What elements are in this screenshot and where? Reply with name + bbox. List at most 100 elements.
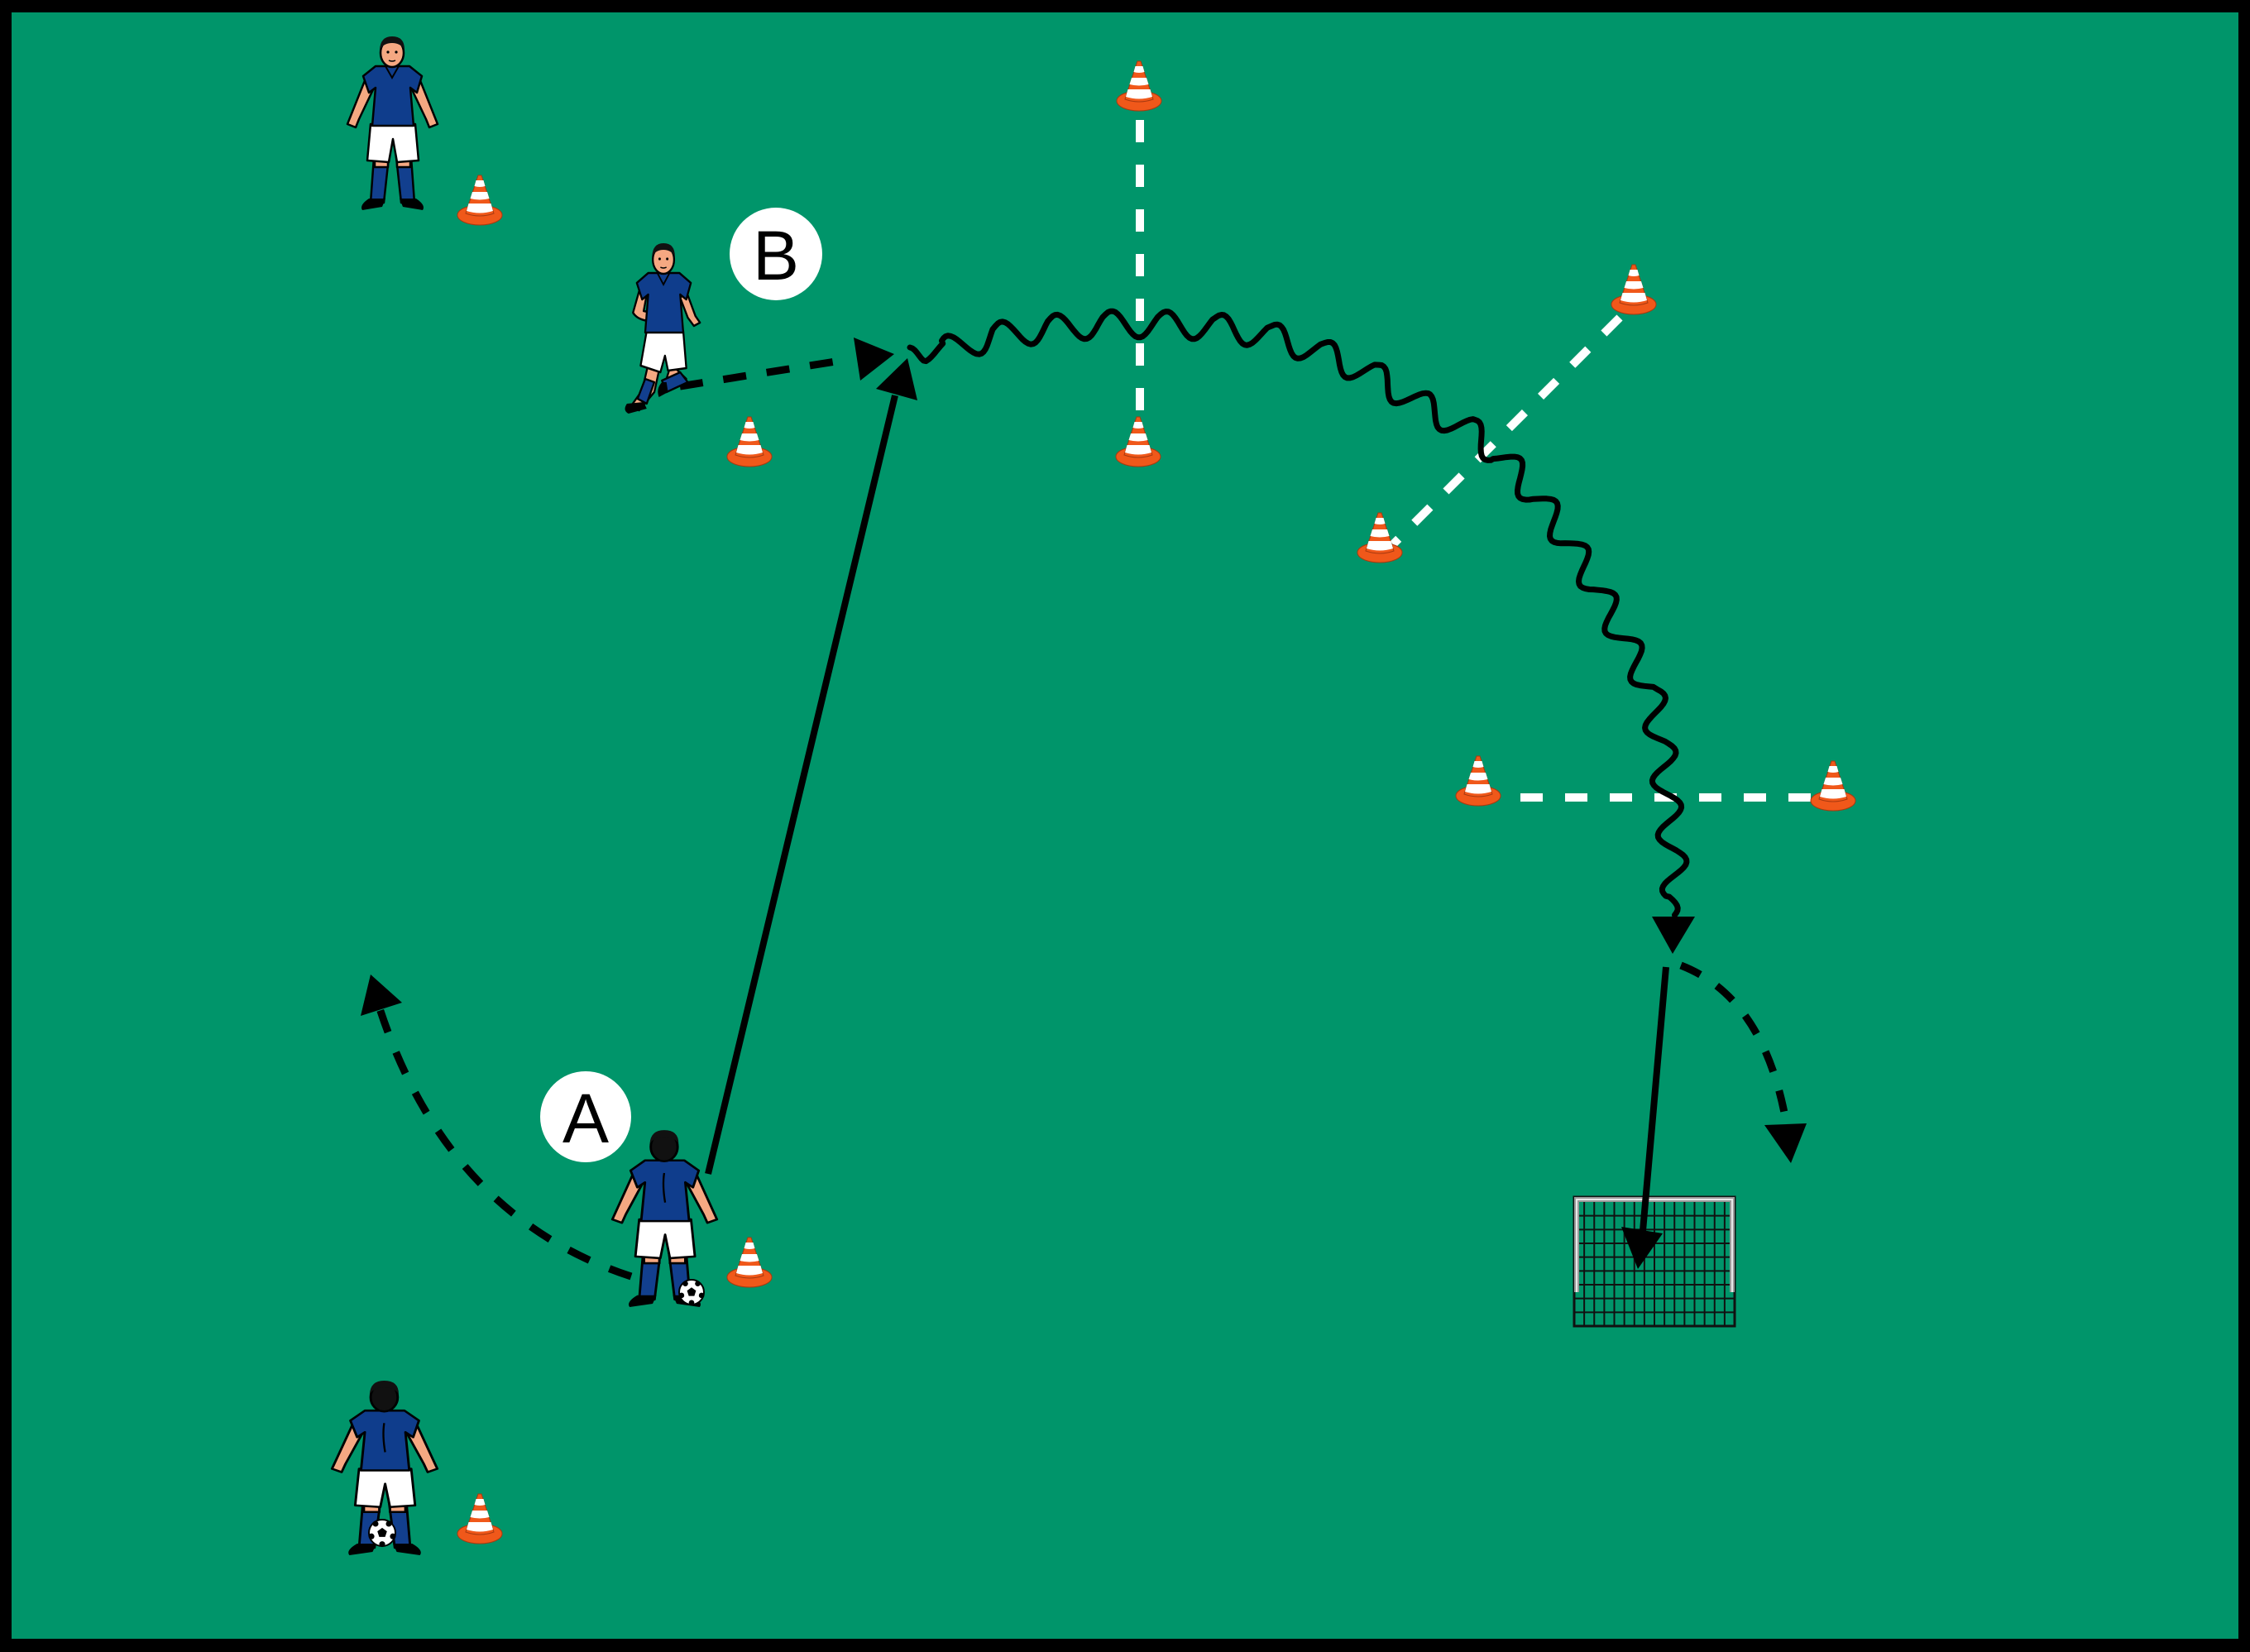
ball-patch <box>368 1533 375 1539</box>
cone-stripe <box>1472 761 1484 768</box>
arrowhead-icon <box>1652 917 1695 954</box>
players <box>330 36 719 1556</box>
shirt <box>629 1159 701 1223</box>
shirt-seam <box>662 1172 667 1203</box>
cone-gate3-right <box>1810 760 1856 812</box>
cones <box>457 60 1856 1544</box>
player-a <box>610 1130 719 1308</box>
shirt <box>361 65 424 127</box>
cone-stripe <box>474 180 486 187</box>
label-b-badge: B <box>730 208 822 300</box>
boot-left <box>361 199 385 210</box>
movement-arrows <box>361 308 1807 1281</box>
player-b <box>625 243 701 414</box>
cone-stripe <box>474 1499 486 1506</box>
shorts <box>353 1468 417 1508</box>
goal-posts-highlight <box>1576 1199 1733 1292</box>
cone-gate1-top <box>1116 60 1162 112</box>
cone-stripe <box>744 1243 755 1249</box>
cone-stripe <box>1628 270 1640 276</box>
arrowhead-icon <box>854 338 894 381</box>
hair <box>649 1130 679 1144</box>
hair <box>369 1381 399 1395</box>
cone-gate2-bottom <box>1357 512 1403 563</box>
eye <box>658 257 661 261</box>
cone-stripe <box>744 422 755 429</box>
label-a-circle <box>540 1071 631 1162</box>
label-b-text: B <box>753 217 799 294</box>
arrowhead-icon <box>1621 1227 1663 1269</box>
label-a-badge: A <box>540 1071 631 1162</box>
ball-patch <box>372 1520 379 1527</box>
boot-left <box>629 1295 657 1308</box>
cone-stripe <box>1624 281 1644 290</box>
ball-patch <box>385 1520 392 1527</box>
collar <box>656 272 671 287</box>
ball-patch <box>687 1287 697 1296</box>
gate-2-diagonal <box>1390 314 1623 548</box>
shorts <box>366 122 420 164</box>
ball-patch <box>379 1541 385 1548</box>
pass-line <box>705 395 898 1175</box>
cone-stripe <box>736 1266 763 1276</box>
cone-near-b <box>726 416 773 467</box>
cone-stripe <box>467 204 493 213</box>
cone-stripe <box>1827 766 1839 773</box>
ball-patch <box>682 1281 688 1286</box>
eye <box>395 50 398 54</box>
cone-stripe <box>1367 541 1393 551</box>
player-top-left <box>346 36 439 210</box>
gate-lines <box>1136 120 1813 802</box>
cone-gate1-bottom <box>1115 416 1161 467</box>
cone-bottom-left <box>457 1493 503 1544</box>
cone-stripe <box>1370 529 1390 538</box>
shorts <box>639 329 687 374</box>
eye <box>666 257 669 261</box>
cone-stripe <box>1125 445 1151 455</box>
mouth <box>388 60 396 62</box>
cone-stripe <box>1132 422 1144 429</box>
cone-stripe <box>1468 773 1488 781</box>
mini-goal <box>1573 1195 1736 1328</box>
cone-stripe <box>1823 778 1843 786</box>
cone-stripe <box>470 1511 490 1519</box>
ball-patch <box>678 1292 685 1299</box>
shot-on-goal <box>1621 966 1669 1269</box>
boot-right <box>392 1543 421 1556</box>
cone-gate3-left <box>1455 755 1501 807</box>
cone-stripe <box>470 192 490 200</box>
boot <box>658 382 668 397</box>
ball-icon <box>678 1279 705 1306</box>
dribble-b-through-gates <box>907 308 1695 954</box>
shirt <box>349 1409 420 1472</box>
run-line <box>1679 961 1789 1118</box>
shirt-seam <box>382 1423 386 1453</box>
ball-icon <box>368 1519 396 1548</box>
run-a-overlap <box>361 974 633 1281</box>
cone-stripe <box>1133 66 1145 73</box>
eye <box>386 50 390 54</box>
boot-left <box>348 1543 377 1556</box>
label-a-text: A <box>562 1080 609 1157</box>
pitch <box>12 12 2238 1639</box>
player-labels: A B <box>540 208 822 1162</box>
cone-stripe <box>1465 784 1491 794</box>
run-after-shot <box>1679 961 1807 1163</box>
cone-stripe <box>1620 293 1647 303</box>
ball-patch <box>377 1527 387 1537</box>
hair <box>380 36 405 50</box>
mouth <box>660 266 668 269</box>
hair <box>652 243 675 256</box>
ball-patch <box>698 1292 705 1299</box>
dribble-path <box>907 308 1690 918</box>
cone-gate2-top <box>1611 264 1657 315</box>
cone-stripe <box>1374 518 1386 524</box>
ball-patch <box>695 1281 701 1286</box>
cone-stripe <box>467 1522 493 1532</box>
player-bottom-left <box>330 1381 439 1556</box>
cone-near-a <box>726 1237 773 1288</box>
arrowhead-icon <box>1764 1123 1807 1163</box>
shirt <box>635 271 692 334</box>
